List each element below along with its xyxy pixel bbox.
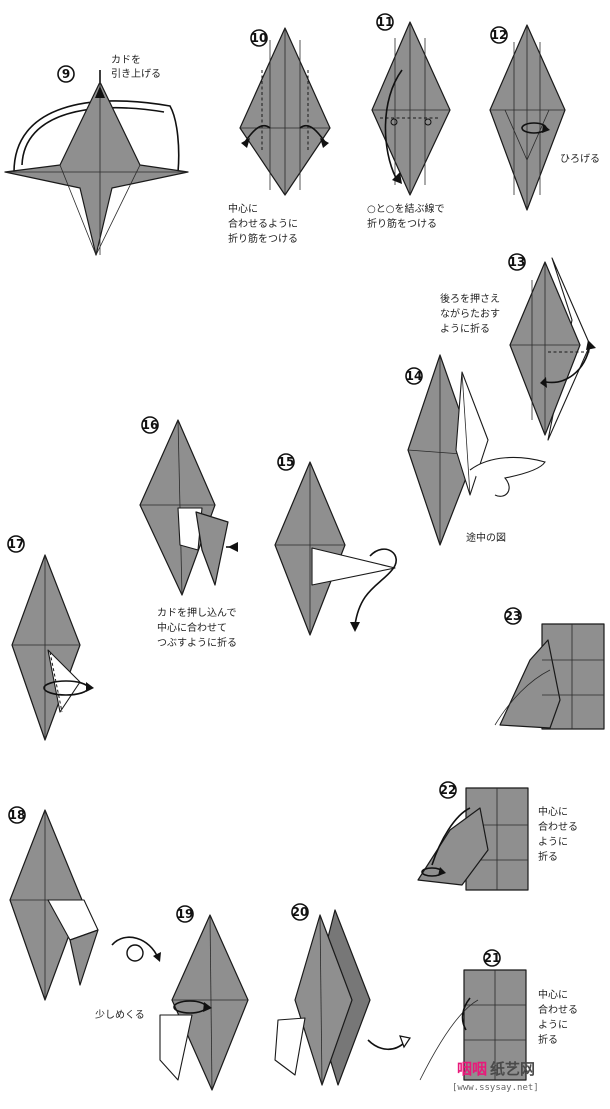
step-number: 11 xyxy=(377,15,394,29)
step-23-badge: 23 xyxy=(504,607,522,625)
step-19-figure xyxy=(159,914,249,1091)
step-19-badge: 19 xyxy=(176,905,194,923)
step-12-figure xyxy=(489,24,566,211)
step-number: 13 xyxy=(509,255,526,269)
step-12-note: ひろげる xyxy=(560,153,600,165)
step-number: 23 xyxy=(505,609,522,623)
step-21-badge: 21 xyxy=(483,949,501,967)
step-13-figure xyxy=(509,257,596,441)
step-number: 18 xyxy=(9,808,26,822)
step-10-note: 中心に 合わせるように 折り筋をつける xyxy=(228,202,301,245)
step-15-figure xyxy=(274,461,397,636)
step-20-badge: 20 xyxy=(291,903,309,921)
step-15-badge: 15 xyxy=(277,453,295,471)
step-14-figure xyxy=(407,354,546,546)
svg-text:纸艺网: 纸艺网 xyxy=(490,1060,535,1078)
step-number: 10 xyxy=(251,31,268,45)
step-11-note: ○と○を結ぶ線で 折り筋をつける xyxy=(367,202,448,230)
svg-text:[www.ssysay.net]: [www.ssysay.net] xyxy=(452,1083,539,1093)
next-arrow-20-21 xyxy=(367,1035,411,1051)
step-number: 17 xyxy=(8,537,25,551)
step-22-figure xyxy=(417,787,529,891)
step-23-figure xyxy=(494,623,605,730)
step-10-figure xyxy=(239,27,331,196)
step-number: 9 xyxy=(62,67,70,81)
step-16-note: カドを押し込んで 中心に合わせて つぶすように折る xyxy=(157,606,240,649)
step-21-note: 中心に 合わせる ように 折る xyxy=(538,988,581,1046)
hand-illustration xyxy=(469,456,546,497)
step-9-note: カドを 引き上げる xyxy=(111,54,161,80)
step-20-figure xyxy=(274,909,371,1086)
step-number: 15 xyxy=(278,455,295,469)
step-16-badge: 16 xyxy=(141,416,159,434)
step-14-note: 途中の図 xyxy=(466,531,506,544)
svg-text:咽咽: 咽咽 xyxy=(457,1060,487,1078)
watermark-logo: 咽咽 纸艺网 [www.ssysay.net] xyxy=(452,1060,539,1093)
step-number: 14 xyxy=(406,369,423,383)
step-22-badge: 22 xyxy=(439,781,457,799)
step-number: 16 xyxy=(142,418,159,432)
step-22-note: 中心に 合わせる ように 折る xyxy=(538,805,581,863)
step-9-badge: 9 xyxy=(57,65,75,83)
step-11-badge: 11 xyxy=(376,13,394,31)
step-9-figure xyxy=(4,70,189,256)
step-number: 12 xyxy=(491,28,508,42)
step-number: 21 xyxy=(484,951,501,965)
step-18-figure xyxy=(9,809,99,1001)
step-18-badge: 18 xyxy=(8,806,26,824)
step-17-figure xyxy=(11,554,94,741)
step-number: 19 xyxy=(177,907,194,921)
flip-arrow-18-19 xyxy=(111,936,161,962)
step-11-figure xyxy=(371,21,451,196)
step-number: 20 xyxy=(292,905,309,919)
step-21-figure xyxy=(419,969,527,1081)
step-13-note: 後ろを押さえ ながらたおす ように折る xyxy=(440,292,503,335)
step-14-badge: 14 xyxy=(405,367,423,385)
step-12-badge: 12 xyxy=(490,26,508,44)
step-number: 22 xyxy=(440,783,457,797)
step-16-figure xyxy=(139,419,238,596)
step-17-badge: 17 xyxy=(7,535,25,553)
step-10-badge: 10 xyxy=(250,29,268,47)
step-19-note: 少しめくる xyxy=(95,1009,145,1021)
step-13-badge: 13 xyxy=(508,253,526,271)
